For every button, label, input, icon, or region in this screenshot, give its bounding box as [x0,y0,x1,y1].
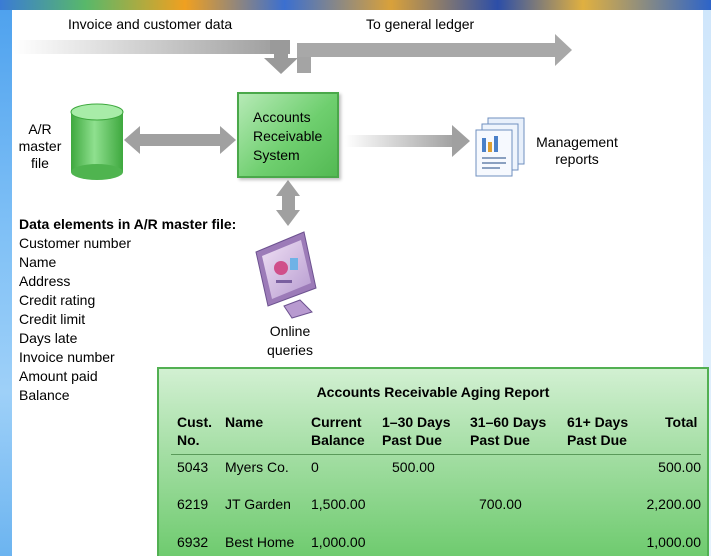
list-item: Address [19,273,71,289]
system-label-line3: System [253,147,300,163]
ar-master-label-line1: A/R [28,121,52,137]
system-label-line2: Receivable [253,128,323,144]
system-label-line1: Accounts [253,109,311,125]
list-item: Days late [19,330,78,346]
header-31-60-line2: Past Due [470,432,530,448]
list-item: Invoice number [19,349,115,365]
cell-name: JT Garden [225,496,291,512]
header-1-30-line2: Past Due [382,432,442,448]
cell-name: Best Home [225,534,295,550]
ar-master-file-label: A/R master file [18,121,62,172]
aging-report-table: Accounts Receivable Aging Report Cust. N… [157,367,709,556]
online-queries-label: Online queries [256,322,324,360]
header-31-60-line1: 31–60 Days [470,414,547,430]
cell-current: 0 [311,459,319,475]
list-item: Balance [19,387,70,403]
header-divider [171,454,701,455]
header-cust: Cust. No. [177,413,212,449]
database-cylinder-icon [70,103,124,180]
ar-master-label-line3: file [31,155,49,171]
cell-name: Myers Co. [225,459,289,475]
computer-monitor-icon [255,231,317,319]
header-61-plus-days: 61+ Days Past Due [567,413,628,449]
data-elements-title: Data elements in A/R master file: [19,216,237,232]
list-item: Credit rating [19,292,96,308]
top-banner [0,0,711,10]
left-border-decoration [0,10,12,556]
report-title: Accounts Receivable Aging Report [316,384,550,400]
accounts-receivable-system-box: Accounts Receivable System [237,92,339,178]
header-current-line2: Balance [311,432,365,448]
cell-cust: 6219 [177,496,209,512]
cell-total: 500.00 [658,459,701,475]
cell-current: 1,500.00 [311,496,366,512]
header-current: Current Balance [311,413,365,449]
online-label-line1: Online [269,323,311,339]
list-item: Credit limit [19,311,86,327]
header-total: Total [665,414,698,430]
cell-current: 1,000.00 [311,534,366,550]
cell-total: 2,200.00 [646,496,702,512]
list-item: Customer number [19,235,132,251]
management-reports-arrow [345,125,470,157]
header-current-line1: Current [311,414,362,430]
cell-cust: 5043 [177,459,209,475]
header-cust-line2: No. [177,432,200,448]
invoice-data-label: Invoice and customer data [68,16,233,32]
management-reports-icon [475,117,525,177]
management-reports-label: Management reports [530,134,624,168]
cell-cust: 6932 [177,534,209,550]
right-border-decoration [703,10,711,556]
header-31-60-days: 31–60 Days Past Due [470,413,546,449]
invoice-data-arrow [14,40,298,74]
mgmt-label-line2: reports [555,151,599,167]
header-cust-line1: Cust. [177,414,212,430]
header-61-line2: Past Due [567,432,627,448]
list-item: Amount paid [19,368,98,384]
general-ledger-label: To general ledger [366,16,475,32]
header-1-30-days: 1–30 Days Past Due [382,413,451,449]
header-name: Name [225,414,264,430]
online-queries-double-arrow [276,180,300,226]
system-label: Accounts Receivable System [253,108,333,165]
ar-master-label-line2: master [18,138,62,154]
data-elements-list: Customer number Name Address Credit rati… [19,234,131,405]
master-file-double-arrow [124,126,236,154]
list-item: Name [19,254,57,270]
general-ledger-arrow [297,34,572,73]
cell-1-30: 500.00 [392,459,435,475]
cell-31-60: 700.00 [479,496,522,512]
mgmt-label-line1: Management [536,134,618,150]
cell-total: 1,000.00 [646,534,702,550]
header-61-line1: 61+ Days [567,414,629,430]
header-1-30-line1: 1–30 Days [382,414,451,430]
online-label-line2: queries [267,342,313,358]
